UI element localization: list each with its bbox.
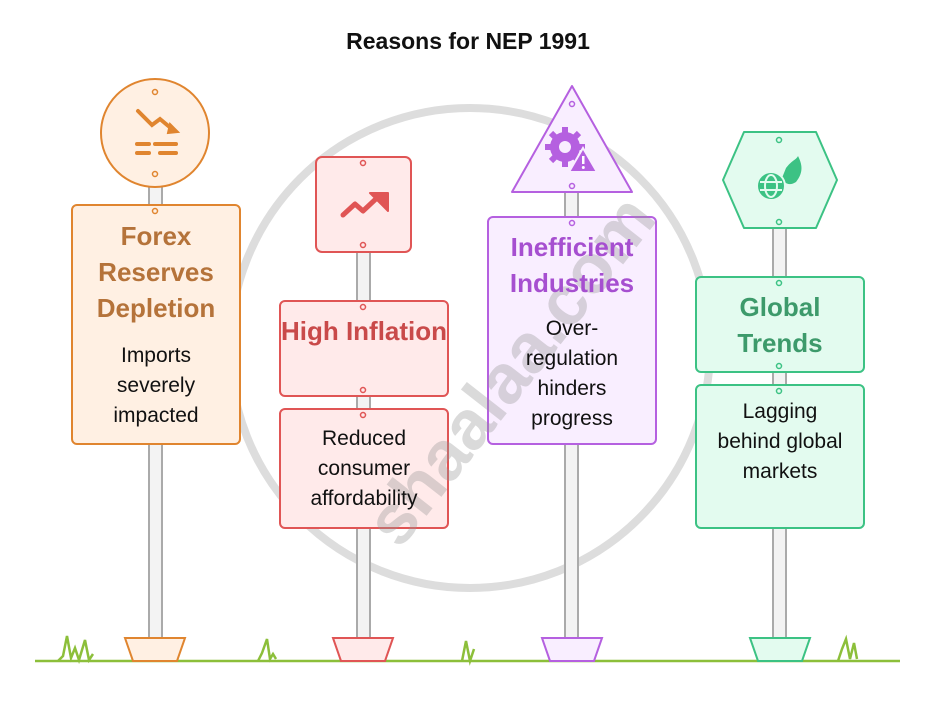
globe-icon xyxy=(756,156,802,201)
forex-box xyxy=(71,204,241,445)
ground xyxy=(35,634,900,666)
trending-up-icon xyxy=(340,192,389,218)
global-title-box xyxy=(695,276,865,373)
diagram-title: Reasons for NEP 1991 xyxy=(346,28,590,54)
trending-down-money-icon xyxy=(135,109,181,155)
gear-warning-icon xyxy=(545,127,599,173)
circle-sign xyxy=(100,78,210,188)
sign-base-1 xyxy=(123,637,187,662)
sign-heading-inflation: High Inflation xyxy=(280,316,448,346)
bolts xyxy=(151,88,783,419)
sign-description-industries: Over-regulation hinders progress xyxy=(525,317,619,430)
sign-description-forex: Imports severely impacted xyxy=(113,344,199,427)
sign-heading-global: Global Trends xyxy=(737,292,823,358)
sign-base-2 xyxy=(331,637,395,662)
industries-box xyxy=(487,216,657,445)
inflation-title-box xyxy=(279,300,449,397)
global-desc-box xyxy=(695,384,865,529)
inflation-desc-box xyxy=(279,408,449,529)
sign-heading-industries: Inefficient Industries xyxy=(509,232,635,298)
sign-description-global: Lagging behind global markets xyxy=(717,400,843,483)
sign-heading-forex: Forex Reserves Depletion xyxy=(96,221,216,323)
sign-base-3 xyxy=(540,637,604,662)
sign-description-inflation: Reduced consumer affordability xyxy=(310,427,418,510)
sign-base-4 xyxy=(748,637,812,662)
square-sign xyxy=(315,156,412,253)
